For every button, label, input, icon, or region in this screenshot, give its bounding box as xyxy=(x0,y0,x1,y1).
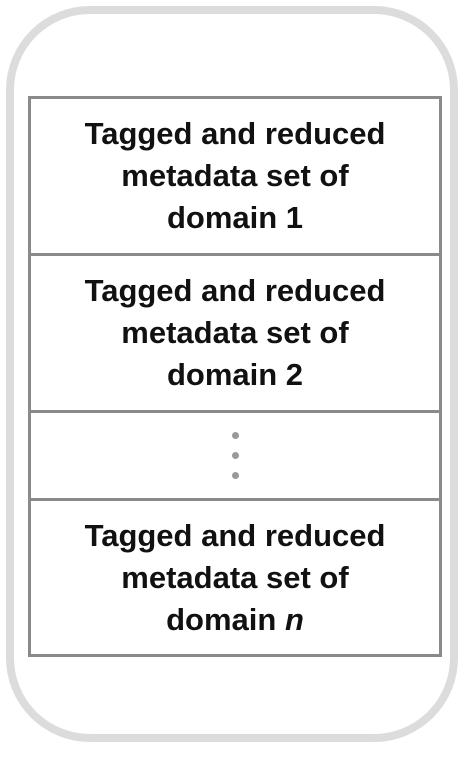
label-line-1: Tagged and reduced xyxy=(84,517,386,553)
domain-index: 1 xyxy=(285,200,304,235)
label-line-3: domain 1 xyxy=(45,197,425,239)
label-line-1: Tagged and reduced xyxy=(84,116,386,151)
domain-word: domain xyxy=(166,601,285,637)
metadata-cell-label: Tagged and reduced metadata set of domai… xyxy=(45,270,425,396)
label-line-1: Tagged and reduced xyxy=(84,273,386,308)
metadata-cell-domain-2: Tagged and reduced metadata set of domai… xyxy=(31,256,439,413)
metadata-cell-domain-n: Tagged and reduced metadata set of domai… xyxy=(31,501,439,654)
domain-index: n xyxy=(284,601,304,637)
outer-rounded-container xyxy=(6,6,458,742)
ellipsis-dot xyxy=(231,432,239,439)
metadata-stack: Tagged and reduced metadata set of domai… xyxy=(28,96,442,657)
vertical-ellipsis-icon xyxy=(231,432,239,479)
ellipsis-dot xyxy=(231,472,239,479)
metadata-cell-label: Tagged and reduced metadata set of domai… xyxy=(45,515,425,641)
label-line-2: metadata set of xyxy=(121,315,349,350)
domain-word: domain xyxy=(166,357,286,392)
label-line-2: metadata set of xyxy=(121,158,349,193)
ellipsis-dot xyxy=(231,452,239,459)
metadata-cell-label: Tagged and reduced metadata set of domai… xyxy=(45,113,425,239)
label-line-3: domain n xyxy=(45,599,425,641)
domain-index: 2 xyxy=(285,357,304,392)
ellipsis-cell xyxy=(31,413,439,501)
domain-word: domain xyxy=(166,200,286,235)
label-line-2: metadata set of xyxy=(121,559,349,595)
metadata-cell-domain-1: Tagged and reduced metadata set of domai… xyxy=(31,99,439,256)
label-line-3: domain 2 xyxy=(45,354,425,396)
